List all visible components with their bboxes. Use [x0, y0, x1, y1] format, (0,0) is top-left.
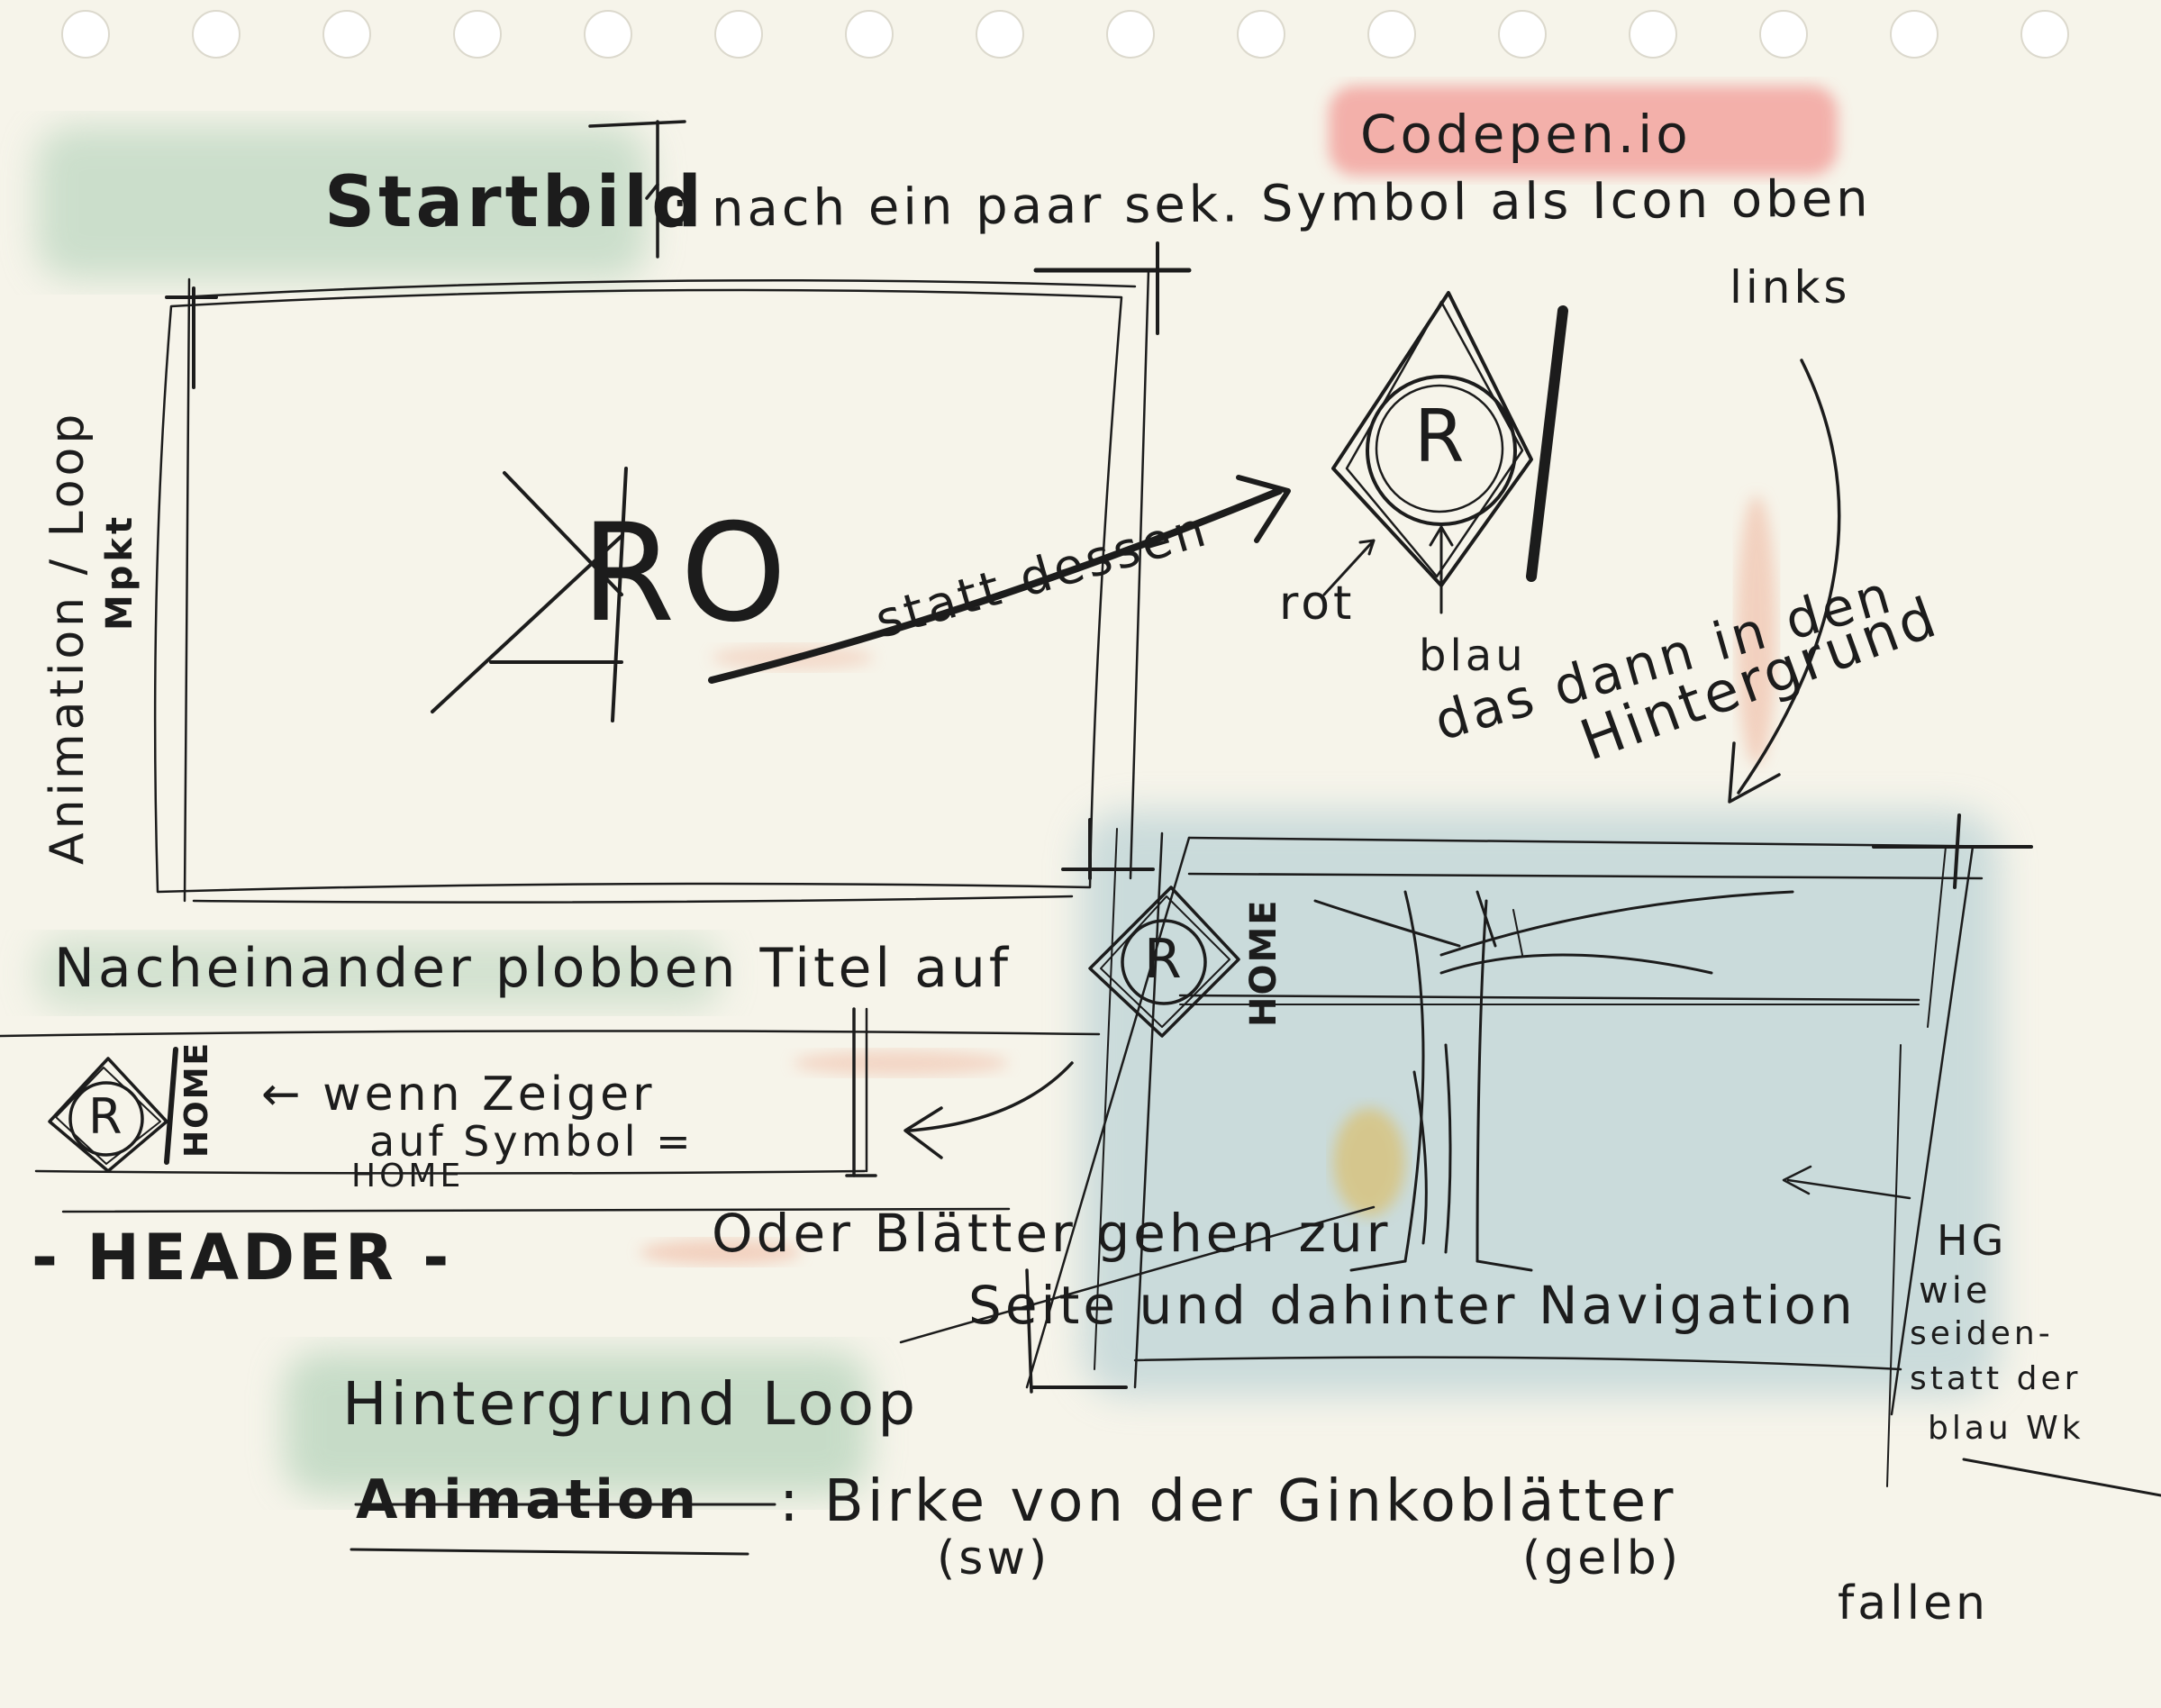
hg-note-line3: seiden- — [1910, 1315, 2054, 1352]
label-blau: blau — [1419, 631, 1527, 681]
to-background-arrow — [1728, 359, 1841, 804]
scene-home-label: HOME — [1243, 898, 1285, 1027]
header-home-label: HOME — [178, 1040, 215, 1158]
startbild-side-label-line2: Mpkt — [99, 513, 141, 631]
loop-sub-sw: (sw) — [937, 1531, 1051, 1585]
hg-note-line1: HG — [1937, 1216, 2008, 1265]
startbild-bracket — [588, 120, 686, 259]
scene-logo-letter: R — [1144, 928, 1182, 991]
loop-text: : Birke von der Ginkoblätter — [779, 1468, 1677, 1535]
loop-underlines — [350, 1458, 2161, 1556]
binding-holes — [61, 10, 2069, 59]
hg-note-line5: blau Wk — [1928, 1410, 2084, 1447]
codepen-sticker-text: Codepen.io — [1360, 104, 1692, 165]
label-rot: rot — [1279, 577, 1356, 631]
loop-title: Hintergrund Loop — [342, 1369, 920, 1439]
startbild-note-line1: : nach ein paar sek. Symbol als Icon obe… — [671, 169, 1872, 239]
loop-label: Animation — [356, 1468, 700, 1531]
placeholder-logo-text: RO — [581, 495, 793, 652]
hover-note-line1: ← wenn Zeiger — [261, 1068, 656, 1122]
header-logo-drawing — [48, 1047, 178, 1173]
nav-note-line2: Seite und dahinter Navigation — [968, 1275, 1857, 1336]
hover-note-line3: HOME — [351, 1158, 465, 1195]
startbild-side-label-line1: Animation / Loop — [41, 410, 95, 865]
hg-note-line2: wie — [1919, 1270, 1992, 1312]
birch-tree-drawing — [1313, 890, 1794, 1272]
startbild-note-line2: links — [1730, 261, 1851, 313]
statt-dessen-arrow — [708, 475, 1291, 684]
header-logo-letter: R — [88, 1088, 123, 1145]
loop-sub-gelb: (gelb) — [1522, 1531, 1683, 1585]
header-divider-lines — [0, 1007, 1101, 1213]
nav-note-strike — [899, 1205, 1376, 1344]
scene-logo-drawing — [1088, 886, 1240, 1038]
background-scene-frame — [1025, 813, 2033, 1487]
loop-fallen: fallen — [1838, 1576, 1990, 1631]
diamond-logo-drawing — [1322, 291, 1568, 614]
title-note: Nacheinander plobben Titel auf — [54, 937, 1012, 1000]
startbild-frame — [153, 241, 1192, 904]
hg-note-line4: statt der — [1910, 1360, 2082, 1397]
to-header-arrow — [903, 1061, 1074, 1159]
watercolor-washes — [36, 86, 2000, 1495]
nav-note-line1: Oder Blätter gehen zur — [712, 1203, 1392, 1264]
hover-note-line2: auf Symbol = — [369, 1117, 695, 1166]
header-section-label: - HEADER - — [32, 1221, 453, 1295]
diamond-logo-letter: R — [1414, 395, 1465, 478]
startbild-label: Startbild — [324, 162, 705, 243]
placeholder-logo-strokes — [431, 467, 628, 722]
